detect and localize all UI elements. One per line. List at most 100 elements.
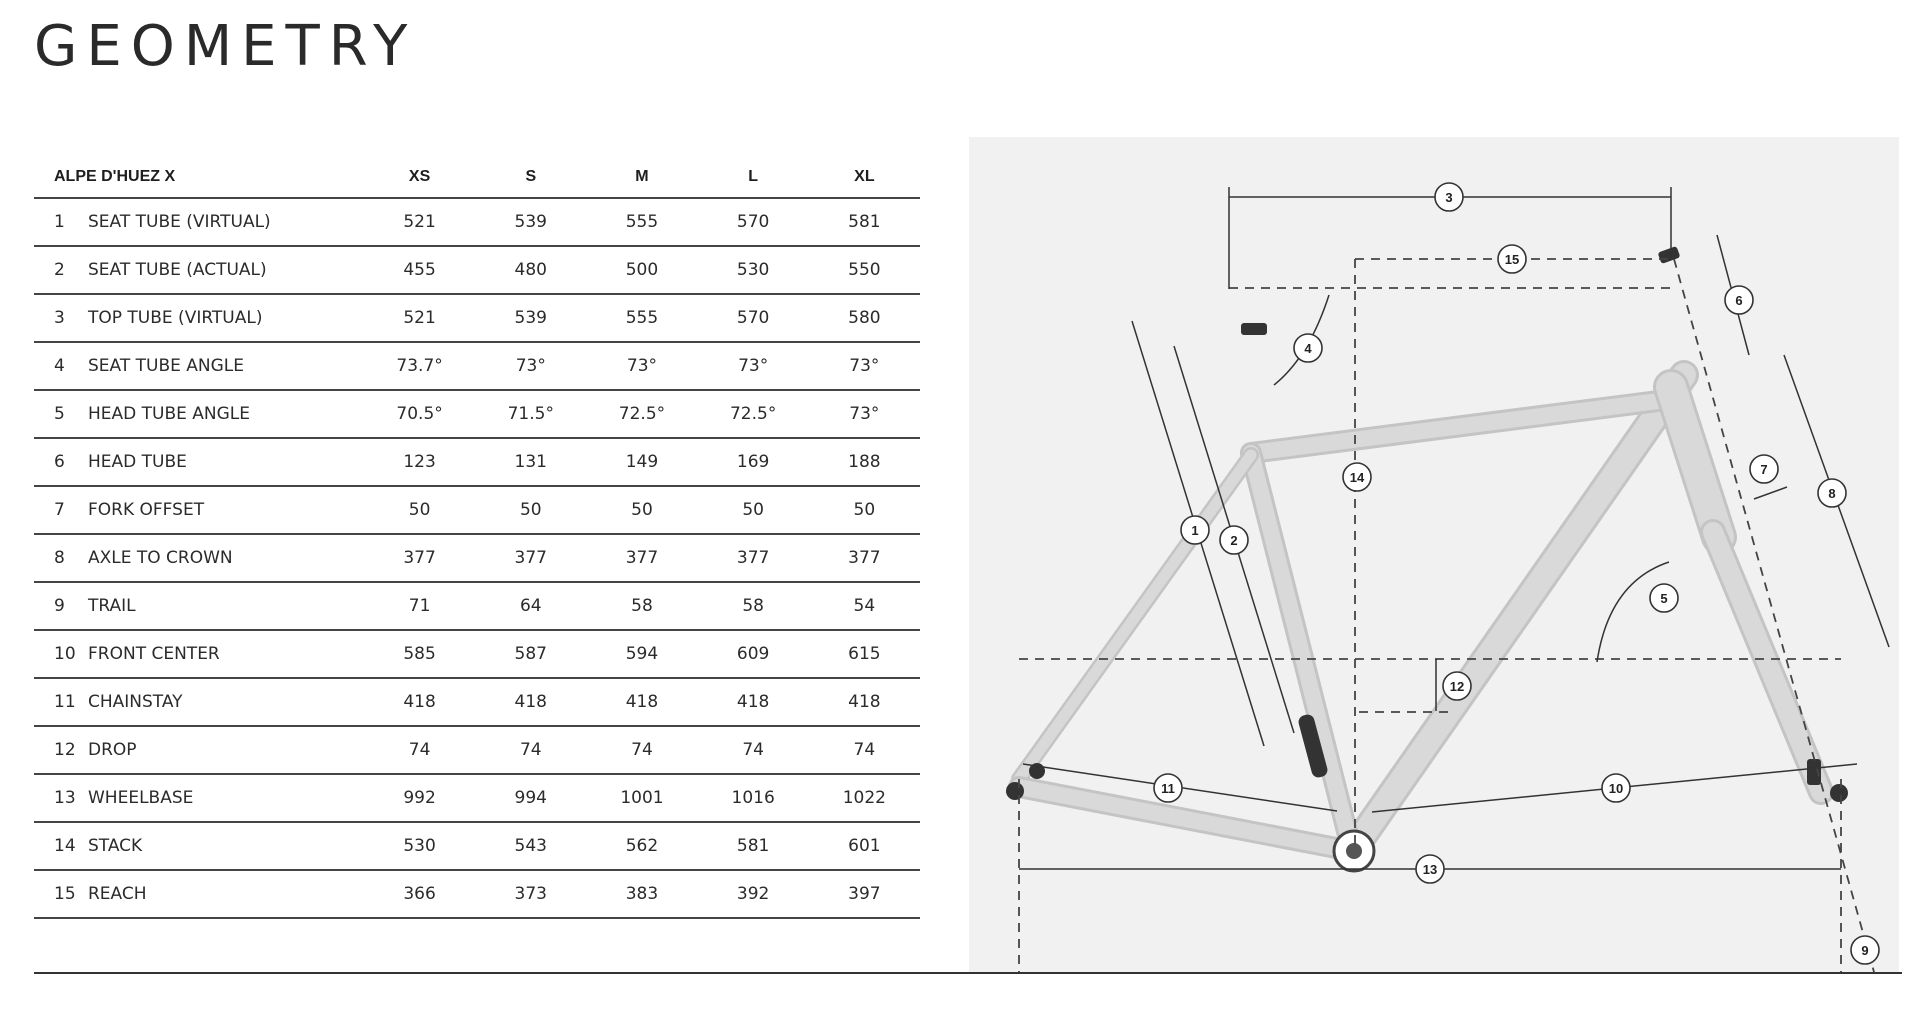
bike-frame-illustration	[1006, 246, 1848, 873]
table-cell: 71	[364, 582, 476, 631]
diagram-callouts: 1 2 3 4 5 6 7 8 9 10 11 12 13 14 15	[1153, 182, 1880, 965]
table-cell: 73°	[586, 342, 698, 391]
table-cell: 539	[475, 198, 587, 247]
table-cell: 594	[586, 630, 698, 679]
callout-13: 13	[1415, 854, 1445, 884]
table-cell: 74	[808, 726, 920, 775]
row-label-text: SEAT TUBE (VIRTUAL)	[88, 212, 271, 232]
table-cell: 555	[586, 198, 698, 247]
callout-6: 6	[1724, 285, 1754, 315]
page-title: GEOMETRY	[34, 14, 417, 79]
table-cell: 383	[586, 870, 698, 919]
size-header-m: M	[586, 157, 698, 199]
table-cell: 530	[697, 246, 809, 295]
callout-2: 2	[1219, 525, 1249, 555]
table-cell: 585	[364, 630, 476, 679]
row-label: 5 HEAD TUBE ANGLE	[34, 390, 364, 439]
table-cell: 500	[586, 246, 698, 295]
svg-text:11: 11	[1161, 781, 1175, 796]
svg-text:1: 1	[1191, 523, 1198, 538]
callout-9: 9	[1850, 935, 1880, 965]
callout-1: 1	[1180, 515, 1210, 545]
row-label-text: CHAINSTAY	[88, 692, 183, 712]
table-cell: 418	[808, 678, 920, 727]
table-cell: 72.5°	[586, 390, 698, 439]
row-label-text: STACK	[88, 836, 143, 856]
svg-text:8: 8	[1828, 486, 1835, 501]
table-cell: 615	[808, 630, 920, 679]
table-cell: 581	[697, 822, 809, 871]
row-number: 1	[54, 212, 65, 232]
row-label-text: FORK OFFSET	[88, 500, 205, 520]
frame-geometry-diagram: 1 2 3 4 5 6 7 8 9 10 11 12 13 14 15	[1006, 182, 1890, 972]
table-cell: 455	[364, 246, 476, 295]
table-cell: 418	[364, 678, 476, 727]
table-cell: 54	[808, 582, 920, 631]
row-label: 6 HEAD TUBE	[34, 438, 364, 487]
table-cell: 539	[475, 294, 587, 343]
svg-text:9: 9	[1861, 943, 1868, 958]
row-number: 6	[54, 452, 65, 472]
table-cell: 581	[808, 198, 920, 247]
table-cell: 58	[586, 582, 698, 631]
row-label-text: DROP	[88, 740, 137, 760]
table-cell: 71.5°	[475, 390, 587, 439]
row-label-text: HEAD TUBE ANGLE	[88, 404, 251, 424]
table-cell: 131	[475, 438, 587, 487]
table-cell: 50	[475, 486, 587, 535]
table-cell: 149	[586, 438, 698, 487]
table-cell: 377	[475, 534, 587, 583]
callout-12: 12	[1442, 671, 1472, 701]
row-label-text: REACH	[88, 884, 147, 904]
svg-text:3: 3	[1445, 190, 1452, 205]
model-name-header: ALPE D'HUEZ X	[34, 157, 364, 199]
row-label-text: SEAT TUBE (ACTUAL)	[88, 260, 267, 280]
table-cell: 530	[364, 822, 476, 871]
table-cell: 73°	[808, 342, 920, 391]
table-cell: 1001	[586, 774, 698, 823]
svg-text:6: 6	[1735, 293, 1742, 308]
table-cell: 992	[364, 774, 476, 823]
row-number: 5	[54, 404, 65, 424]
row-number: 14	[54, 836, 76, 856]
table-cell: 397	[808, 870, 920, 919]
table-cell: 74	[697, 726, 809, 775]
size-header-s: S	[475, 157, 587, 199]
table-cell: 73°	[697, 342, 809, 391]
svg-text:2: 2	[1230, 533, 1237, 548]
row-number: 4	[54, 356, 65, 376]
callout-7: 7	[1749, 454, 1779, 484]
table-cell: 570	[697, 294, 809, 343]
table-cell: 587	[475, 630, 587, 679]
row-label-text: AXLE TO CROWN	[88, 548, 233, 568]
callout-8: 8	[1817, 478, 1847, 508]
table-cell: 550	[808, 246, 920, 295]
table-cell: 562	[586, 822, 698, 871]
table-cell: 377	[808, 534, 920, 583]
callout-5: 5	[1649, 583, 1679, 613]
row-label: 14 STACK	[34, 822, 364, 871]
table-cell: 50	[364, 486, 476, 535]
table-header-row: ALPE D'HUEZ X XS S M L XL	[34, 157, 920, 199]
row-number: 13	[54, 788, 76, 808]
table-cell: 521	[364, 198, 476, 247]
table-cell: 601	[808, 822, 920, 871]
row-label-text: HEAD TUBE	[88, 452, 187, 472]
table-cell: 50	[697, 486, 809, 535]
table-cell: 418	[586, 678, 698, 727]
dashed-reference-lines	[1018, 258, 1875, 972]
